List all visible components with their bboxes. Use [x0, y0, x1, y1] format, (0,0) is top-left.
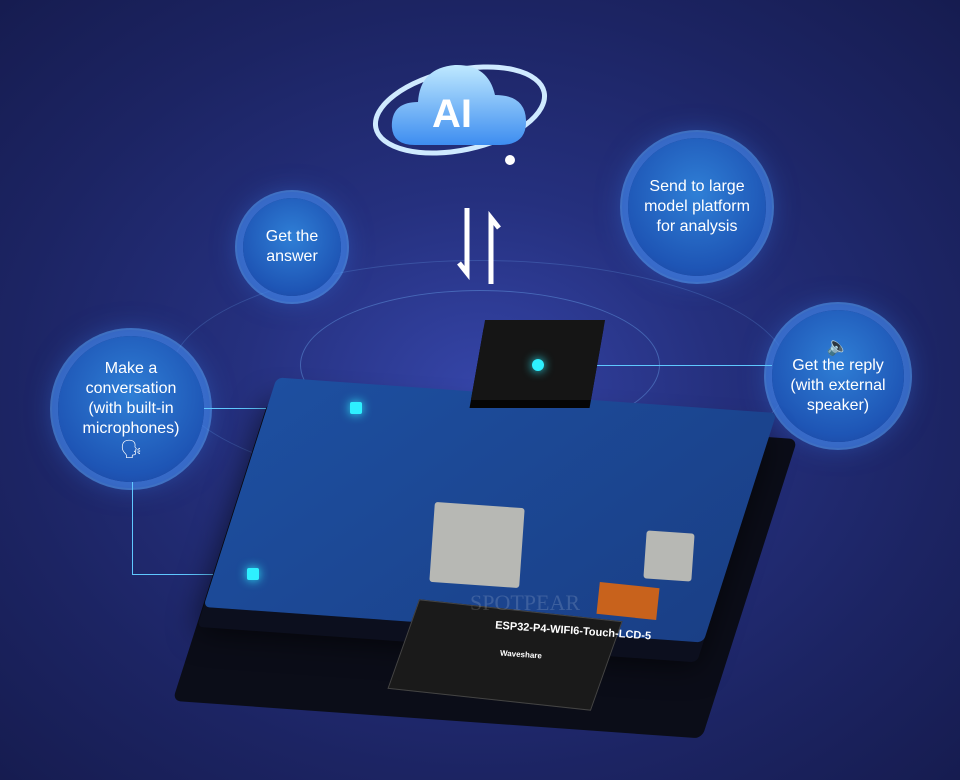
bubble-text: microphones) — [82, 420, 180, 437]
bubble-text: Send to large — [649, 178, 745, 195]
wifi-module — [643, 530, 695, 582]
connector-line — [540, 365, 772, 366]
bubble-send-to-model: Send to large model platform for analysi… — [628, 138, 766, 276]
speaking-head-icon: 🗣 — [119, 439, 143, 459]
connector-line — [132, 574, 252, 575]
bubble-get-answer: Get the answer — [243, 198, 341, 296]
microphone-highlight-dot — [247, 568, 259, 580]
ai-logo-text: AI — [432, 92, 472, 136]
camera-module — [596, 581, 660, 621]
bubble-text: model platform — [644, 198, 750, 215]
bubble-text: Get the — [265, 228, 319, 245]
bubble-text: for analysis — [656, 218, 738, 235]
bubble-get-reply: 🔈 Get the reply (with external speaker) — [772, 310, 904, 442]
speaker-highlight-dot — [532, 359, 544, 371]
speaker-icon: 🔈 — [826, 336, 850, 356]
bubble-conversation: Make a conversation (with built-in micro… — [58, 336, 204, 482]
bubble-text: conversation — [85, 380, 177, 397]
ai-cloud-icon: AI — [370, 40, 550, 180]
esp32-module — [429, 501, 525, 589]
bubble-text: Make a — [104, 360, 158, 377]
bidirectional-arrows-icon — [455, 208, 505, 293]
bubble-text: Get the reply — [792, 357, 884, 374]
bubble-text: (with external — [790, 377, 886, 394]
bubble-text: answer — [266, 248, 318, 265]
bubble-text: (with built-in — [88, 400, 174, 417]
bubble-text: speaker) — [806, 397, 870, 414]
microphone-highlight-dot — [350, 402, 362, 414]
connector-line — [132, 482, 133, 574]
watermark: SPOTPEAR — [470, 590, 581, 615]
